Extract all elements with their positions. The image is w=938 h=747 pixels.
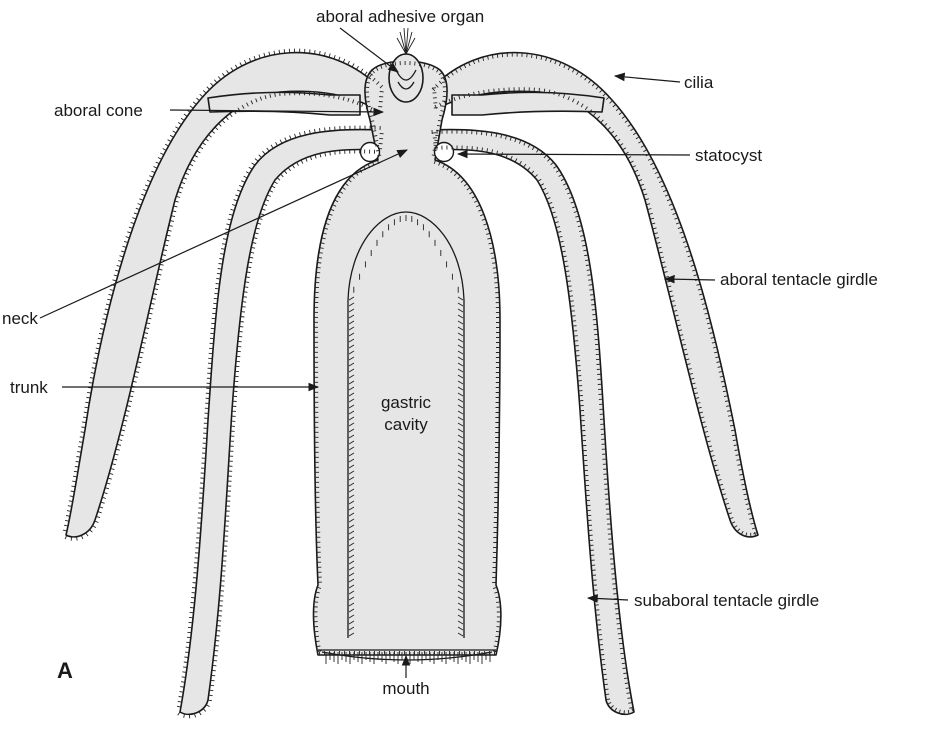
label-gastric-cavity-line1: gastric: [381, 393, 432, 412]
organism-drawing: [63, 28, 758, 718]
label-statocyst: statocyst: [695, 146, 762, 165]
label-cilia: cilia: [684, 73, 714, 92]
label-trunk: trunk: [10, 378, 48, 397]
label-aboral-adhesive-organ: aboral adhesive organ: [316, 7, 484, 26]
leader-statocyst: [458, 154, 690, 155]
label-gastric-cavity-line2: cavity: [384, 415, 428, 434]
aboral-cone-bridge-right: [452, 92, 604, 115]
aboral-adhesive-organ: [389, 54, 423, 102]
label-aboral-tentacle-girdle: aboral tentacle girdle: [720, 270, 878, 289]
label-neck: neck: [2, 309, 38, 328]
label-mouth: mouth: [382, 679, 429, 698]
label-subaboral-tentacle-girdle: subaboral tentacle girdle: [634, 591, 819, 610]
leader-cilia: [615, 76, 680, 82]
label-aboral-cone: aboral cone: [54, 101, 143, 120]
adhesive-organ-cilia: [397, 28, 415, 54]
panel-letter: A: [57, 658, 73, 683]
